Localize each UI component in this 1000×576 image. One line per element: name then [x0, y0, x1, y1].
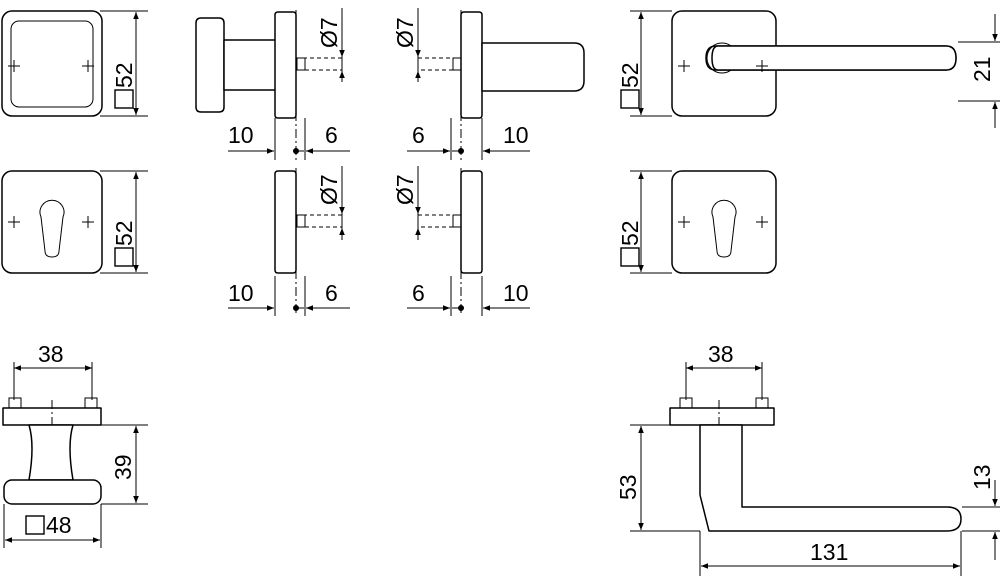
cyl-left-offset-right: 6	[325, 280, 338, 306]
lever-rose-dimension: 52	[617, 62, 643, 88]
lever-elevation: 38 53 13 131	[615, 341, 1000, 576]
cyl-left-dia: Ø7	[316, 174, 342, 205]
knob-elevation: 38 39 48	[2, 341, 148, 548]
cylinder-side-right: Ø7 6 10	[392, 166, 530, 316]
lever-offset-left: 6	[412, 122, 425, 148]
lever-side-thickness: 13	[969, 464, 995, 490]
lever-side-height: 53	[615, 474, 641, 500]
cyl-left-offset-left: 10	[228, 280, 254, 306]
lever-offset-right: 10	[503, 122, 529, 148]
cylinder-side-left: Ø7 10 6	[228, 166, 350, 316]
lever-side-length: 131	[810, 539, 848, 565]
knob-offset-right: 6	[325, 122, 338, 148]
rose-cylinder-dimension: 52	[111, 220, 137, 246]
cyl-right-offset-right: 10	[503, 280, 529, 306]
knob-offset-left: 10	[228, 122, 254, 148]
knob-side-view: Ø7 10 6	[195, 8, 350, 160]
rose-knob-dimension: 52	[111, 62, 137, 88]
lever-dia-dimension: Ø7	[392, 17, 418, 48]
knob-side-height: 39	[110, 454, 136, 480]
lever-side-spacing: 38	[708, 341, 734, 367]
lever-spindle-side-view: Ø7 6 10	[392, 8, 585, 160]
knob-side-spacing: 38	[38, 341, 64, 367]
cyl-right-dia: Ø7	[392, 174, 418, 205]
cylinder-rose-left: 52	[1, 170, 148, 274]
lever-front-view: 52 21	[617, 10, 1000, 128]
lever-grip-dimension: 21	[969, 56, 995, 82]
lever-cyl-rose-dimension: 52	[617, 220, 643, 246]
rose-square-front-view: 52	[1, 10, 148, 117]
knob-side-base: 48	[46, 512, 72, 538]
cylinder-rose-right: 52	[617, 170, 777, 274]
cyl-right-offset-left: 6	[412, 280, 425, 306]
knob-dia-dimension: Ø7	[316, 17, 342, 48]
